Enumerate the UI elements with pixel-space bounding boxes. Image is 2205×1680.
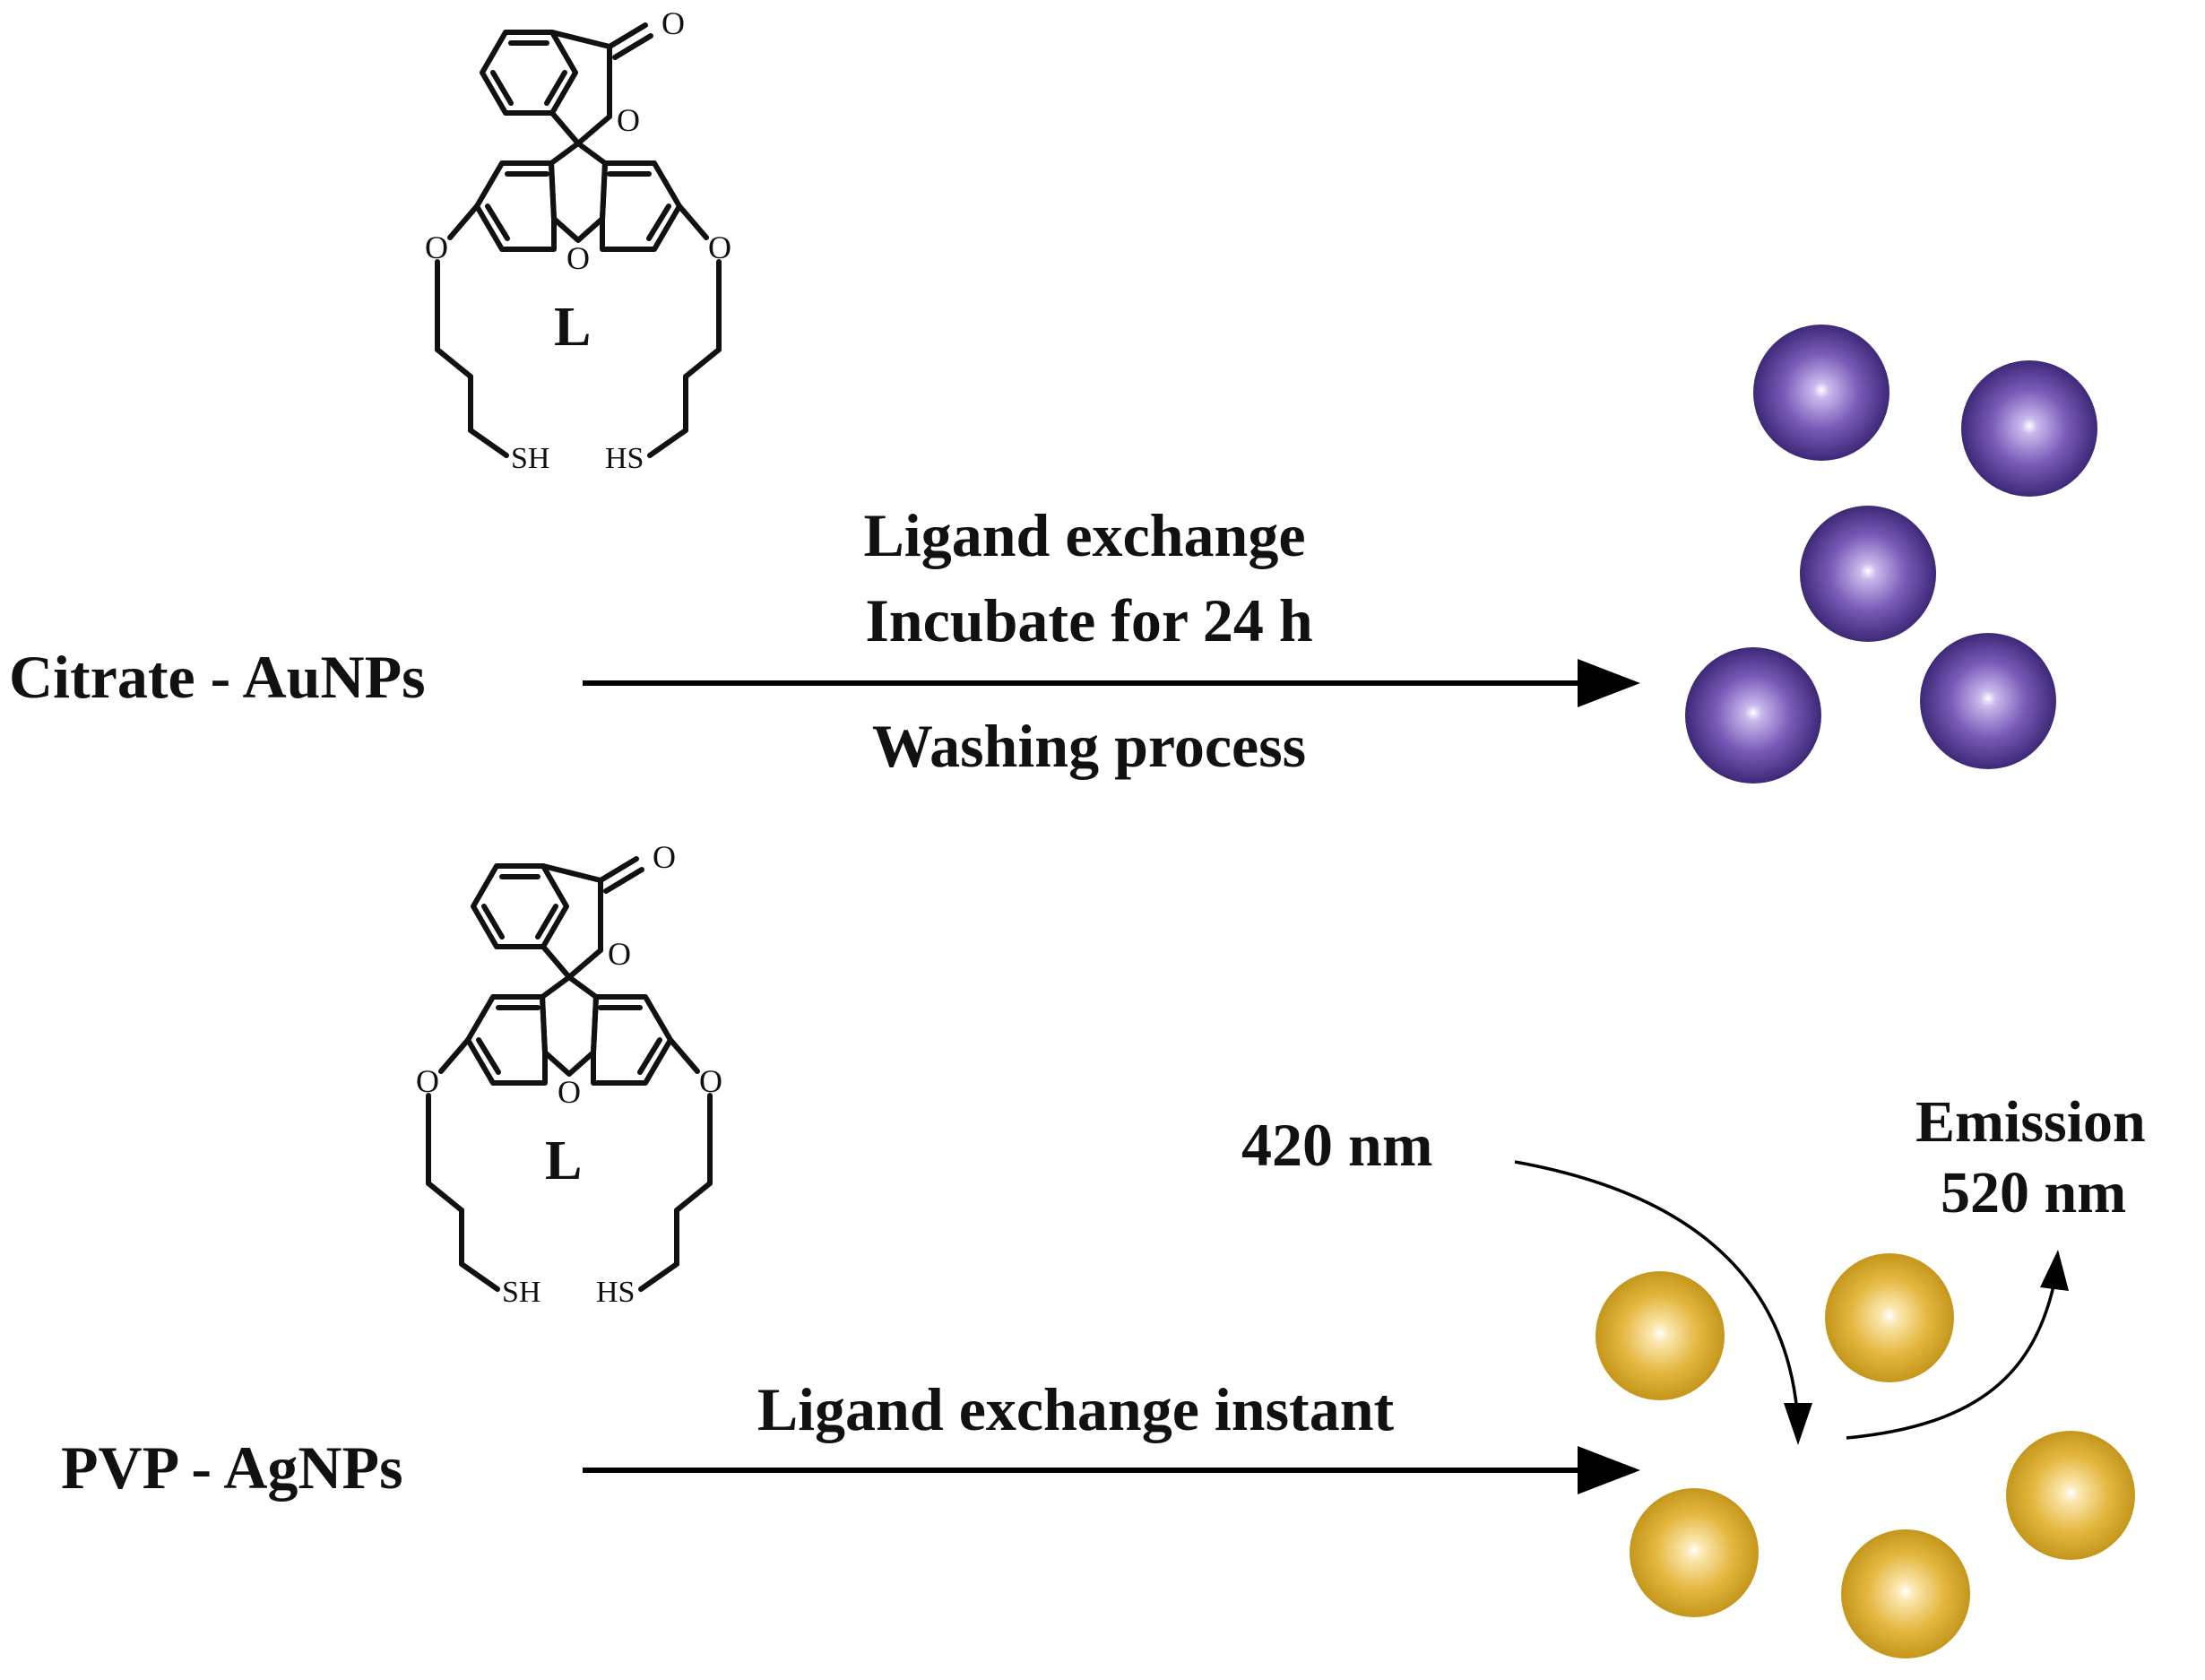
ag-nanoparticle [1825,1253,1954,1382]
fluorescein-ligand-structure: O O O O O SH HS L [425,5,731,475]
emission-label: Emission [1915,1089,2146,1155]
emission-wavelength-label: 520 nm [1941,1160,2126,1225]
bottom-arrow-head [1578,1446,1640,1494]
ag-nanoparticle [2006,1431,2135,1560]
au-nanoparticle [1800,506,1936,642]
top-arrow-head [1578,659,1640,707]
pvp-agnps-label: PVP - AgNPs [61,1433,403,1502]
ag-nanoparticle [1595,1271,1725,1400]
side-chains [435,204,722,458]
incubate-label: Incubate for 24 h [865,586,1312,654]
silver-nanoparticles [1595,1253,2135,1658]
benzene-ring [480,30,578,116]
ether-oxygen-left-label: O [425,229,448,265]
xanthene-core [474,141,682,252]
gold-nanoparticles [1685,325,2097,784]
excitation-wavelength-label: 420 nm [1241,1111,1432,1179]
thiol-right-label: HS [605,442,644,475]
lactone-ring [549,22,653,146]
fluorescein-ligand-structure-2 [416,839,722,1309]
bottom-reaction: PVP - AgNPs Ligand exchange instant 420 … [61,1089,2146,1502]
lactone-oxygen-label: O [617,102,640,138]
au-nanoparticle [1753,325,1889,461]
washing-process-label: Washing process [872,712,1306,780]
photo-arrows [1514,1160,2069,1445]
au-nanoparticle [1685,647,1821,784]
au-nanoparticle [1920,633,2056,769]
ligand-exchange-label: Ligand exchange [863,501,1305,569]
emission-arrow-head [2040,1250,2069,1291]
citrate-aunps-label: Citrate - AuNPs [9,643,426,711]
au-nanoparticle [1961,360,2097,497]
ligand-exchange-instant-label: Ligand exchange instant [757,1375,1395,1443]
carbonyl-oxygen-label: O [662,5,685,41]
excitation-arrow-head [1784,1403,1812,1445]
top-reaction: Citrate - AuNPs Ligand exchange Incubate… [9,501,1640,780]
emission-arrow [1846,1281,2056,1440]
ether-oxygen-right-label: O [708,229,731,265]
ag-nanoparticle [1630,1488,1759,1617]
xanthene-oxygen-label: O [566,240,590,276]
ligand-label: L [554,297,591,358]
ag-nanoparticle [1841,1529,1970,1658]
thiol-left-label: SH [511,442,549,475]
excitation-arrow [1514,1160,1799,1413]
